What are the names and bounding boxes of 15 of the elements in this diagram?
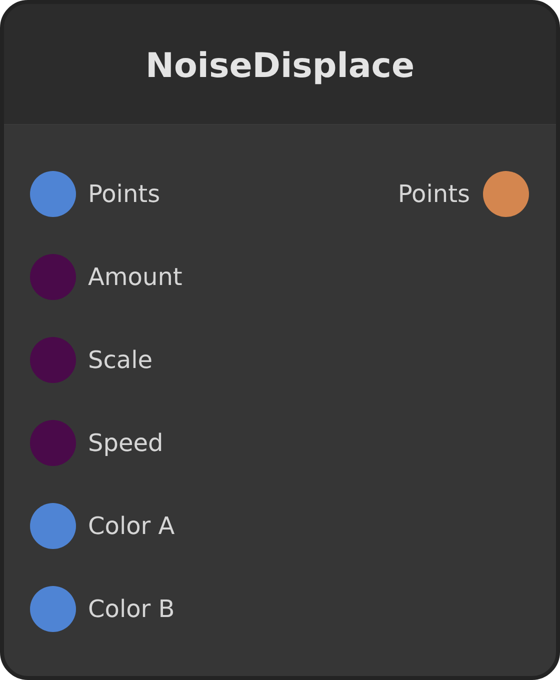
port-socket-icon: [30, 503, 76, 549]
port-label: Color A: [88, 511, 175, 541]
port-label: Scale: [88, 345, 153, 375]
port-label: Speed: [88, 428, 164, 458]
port-socket-icon: [483, 171, 529, 217]
port-label: Points: [398, 179, 470, 209]
port-label: Points: [88, 179, 160, 209]
port-socket-icon: [30, 337, 76, 383]
port-socket-icon: [30, 254, 76, 300]
port-label: Amount: [88, 262, 182, 292]
port-socket-icon: [30, 586, 76, 632]
port-label: Color B: [88, 594, 175, 624]
port-socket-icon: [30, 420, 76, 466]
port-socket-icon: [30, 171, 76, 217]
node-title: NoiseDisplace: [144, 46, 416, 86]
